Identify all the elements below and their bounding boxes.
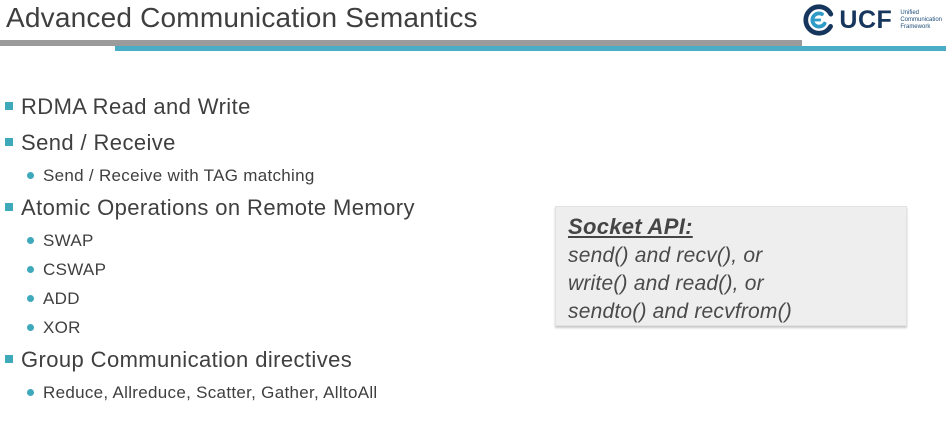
list-item-text: Send / Receive with TAG matching <box>43 166 315 185</box>
socket-api-callout: Socket API: send() and recv(), or write()… <box>555 206 907 326</box>
logo-tagline-line: Unified <box>900 9 919 16</box>
list-item: Send / Receive with TAG matching <box>5 161 545 190</box>
ucf-circle-icon <box>803 4 836 36</box>
list-item: XOR <box>5 313 545 342</box>
list-item: RDMA Read and Write <box>5 89 545 125</box>
list-item: Atomic Operations on Remote Memory <box>5 190 545 226</box>
list-item: SWAP <box>5 226 545 255</box>
list-item-text: Atomic Operations on Remote Memory <box>21 195 415 220</box>
square-bullet-icon <box>5 355 13 363</box>
dot-bullet-icon <box>27 295 34 302</box>
callout-line: sendto() and recvfrom() <box>568 300 793 323</box>
list-item-text: Send / Receive <box>21 130 176 155</box>
list-item: Reduce, Allreduce, Scatter, Gather, Allt… <box>5 378 545 407</box>
list-item: CSWAP <box>5 255 545 284</box>
callout-line: send() and recv(), or <box>568 244 763 267</box>
list-item-text: ADD <box>43 289 80 308</box>
callout-lines: send() and recv(), or write() and read(),… <box>568 242 894 326</box>
square-bullet-icon <box>5 138 13 146</box>
list-item-text: XOR <box>43 318 81 337</box>
slide-title: Advanced Communication Semantics <box>6 2 478 33</box>
callout-line: write() and read(), or <box>568 272 764 295</box>
list-item-text: Reduce, Allreduce, Scatter, Gather, Allt… <box>43 383 378 402</box>
square-bullet-icon <box>5 102 13 110</box>
dot-bullet-icon <box>27 237 34 244</box>
logo-text: UCF <box>839 6 893 34</box>
logo-tagline-line: Communication <box>900 16 942 23</box>
logo-tagline-line: Framework <box>900 23 931 30</box>
callout-title: Socket API: <box>568 214 693 239</box>
square-bullet-icon <box>5 203 13 211</box>
list-item-text: CSWAP <box>43 260 107 279</box>
list-item: Send / Receive <box>5 125 545 161</box>
dot-bullet-icon <box>27 172 34 179</box>
dot-bullet-icon <box>27 266 34 273</box>
dot-bullet-icon <box>27 324 34 331</box>
list-item-text: Group Communication directives <box>21 347 353 372</box>
list-item: Group Communication directives <box>5 342 545 378</box>
list-item: ADD <box>5 284 545 313</box>
divider-bar-gray <box>0 40 802 46</box>
divider-bar-teal <box>115 46 946 51</box>
dot-bullet-icon <box>27 389 34 396</box>
list-item-text: RDMA Read and Write <box>21 94 251 119</box>
list-item-text: SWAP <box>43 231 94 250</box>
